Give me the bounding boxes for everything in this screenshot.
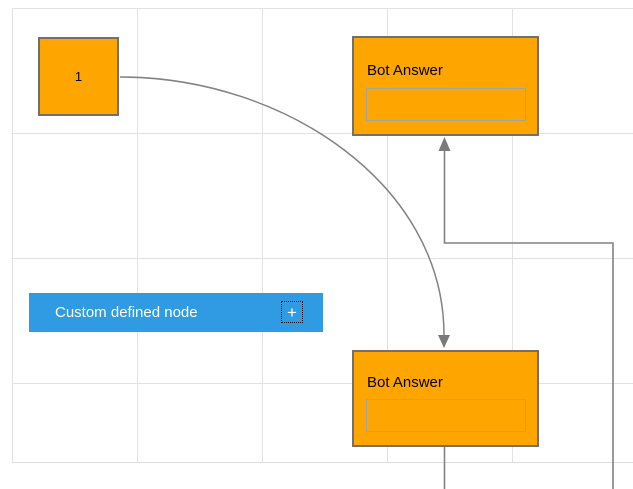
custom-node-add-button[interactable]: +	[281, 301, 303, 323]
bot-answer-node-top[interactable]: Bot Answer	[352, 36, 539, 136]
node-text-input[interactable]	[366, 88, 526, 121]
node-title: Bot Answer	[367, 374, 443, 391]
plus-icon: +	[287, 302, 297, 322]
connector-orthogonal-arrowhead-up	[438, 137, 451, 151]
bot-answer-node-bottom[interactable]: Bot Answer	[352, 350, 539, 447]
node-title: Bot Answer	[367, 62, 443, 79]
start-node[interactable]: 1	[38, 37, 119, 116]
custom-defined-node[interactable]: Custom defined node +	[29, 293, 323, 332]
connector-curve-line[interactable]	[119, 76, 445, 336]
connector-curve-arrowhead-down	[438, 335, 450, 348]
custom-node-label: Custom defined node	[55, 304, 198, 321]
connector-orthogonal-line[interactable]	[443, 144, 614, 489]
node-text-input[interactable]	[366, 399, 526, 432]
connector-curve[interactable]	[119, 76, 450, 348]
connector-orthogonal[interactable]	[438, 137, 614, 489]
start-node-label: 1	[74, 69, 83, 84]
